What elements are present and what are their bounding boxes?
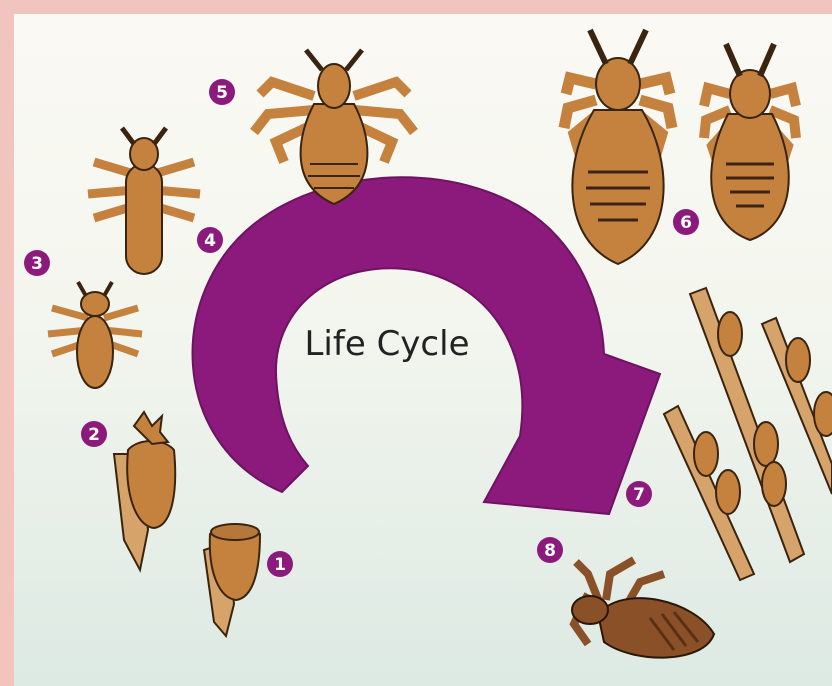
badge-2: 2 bbox=[81, 421, 107, 447]
nits-on-hair-icon bbox=[664, 288, 832, 580]
dead-louse-icon bbox=[572, 560, 714, 658]
nymph-stage-1-icon bbox=[48, 282, 142, 388]
adult-male-louse-icon bbox=[704, 44, 796, 240]
badge-6: 6 bbox=[673, 209, 699, 235]
svg-text:3: 3 bbox=[31, 254, 43, 274]
nit-icon bbox=[204, 524, 260, 636]
diagram-title: Life Cycle bbox=[304, 324, 469, 364]
badge-5: 5 bbox=[209, 79, 235, 105]
badge-4: 4 bbox=[197, 227, 223, 253]
life-cycle-diagram: Life Cycle bbox=[14, 14, 832, 686]
nymph-stage-2-icon bbox=[88, 128, 200, 274]
badge-1: 1 bbox=[267, 551, 293, 577]
svg-text:6: 6 bbox=[680, 213, 692, 233]
svg-text:7: 7 bbox=[633, 485, 645, 505]
svg-text:2: 2 bbox=[88, 425, 100, 445]
adult-female-louse-icon bbox=[564, 30, 672, 264]
badge-3: 3 bbox=[24, 250, 50, 276]
svg-text:1: 1 bbox=[274, 555, 286, 575]
svg-text:5: 5 bbox=[216, 83, 228, 103]
svg-text:8: 8 bbox=[544, 541, 556, 561]
badge-7: 7 bbox=[626, 481, 652, 507]
diagram-stage: Life Cycle bbox=[14, 14, 832, 686]
hatching-nit-icon bbox=[114, 412, 175, 570]
svg-text:4: 4 bbox=[204, 231, 216, 251]
badge-8: 8 bbox=[537, 537, 563, 563]
